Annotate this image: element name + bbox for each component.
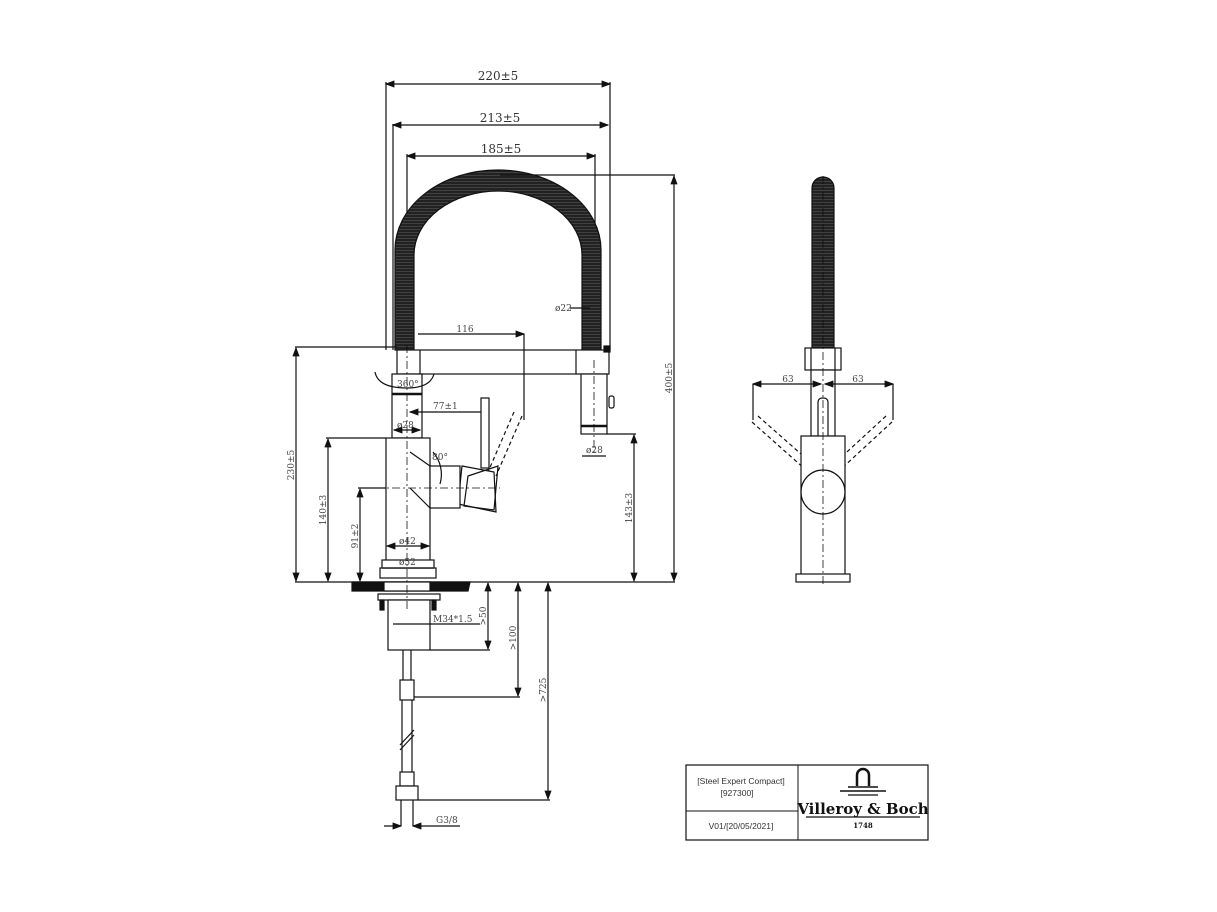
dim-spray-head-diameter: ø28 (586, 446, 603, 456)
dim-body-height: 140±3 (319, 495, 329, 526)
dim-total-height: 400±5 (665, 363, 675, 394)
dim-swivel-angle: 360° (397, 380, 419, 390)
dim-connection: G3/8 (436, 816, 458, 826)
version-date: V01/[20/05/2021] (709, 821, 774, 831)
dim-overall-width-mid: 213±5 (480, 111, 521, 125)
dim-neck-diameter: ø28 (397, 421, 414, 431)
dim-base-height: 230±5 (287, 450, 297, 481)
dim-overall-width-outer: 220±5 (478, 69, 519, 83)
hose-arch (394, 169, 602, 351)
product-name: [Steel Expert Compact] (697, 776, 784, 786)
front-view (751, 176, 895, 584)
product-code: [927300] (720, 788, 753, 798)
dim-thread: M34*1.5 (433, 615, 473, 625)
dim-base-diameter: ø52 (399, 558, 416, 568)
width-dimensions (384, 80, 612, 350)
side-view (292, 80, 678, 830)
dim-lever-axis-height: 91±2 (351, 524, 361, 549)
dim-lever-right: 63 (852, 375, 864, 385)
dim-min-depth-2: >100 (509, 625, 519, 650)
dim-overall-width-inner: 185±5 (481, 142, 522, 156)
title-block (685, 764, 929, 841)
brand-logo-icon (840, 767, 886, 796)
brand-year: 1748 (853, 821, 873, 830)
dim-lever-left: 63 (782, 375, 794, 385)
dim-lever-angle: 80° (432, 453, 448, 463)
dim-body-diameter: ø42 (399, 537, 416, 547)
brand-name: Villeroy & Boch (796, 800, 928, 818)
dim-outlet-height: 143±3 (625, 493, 635, 524)
dim-hose-length: >725 (539, 677, 549, 702)
dim-lever-offset: 77±1 (433, 402, 458, 412)
dim-min-depth-1: >50 (479, 606, 489, 625)
dim-hose-diameter: ø22 (555, 304, 572, 314)
dim-spout-reach: 116 (456, 325, 473, 335)
